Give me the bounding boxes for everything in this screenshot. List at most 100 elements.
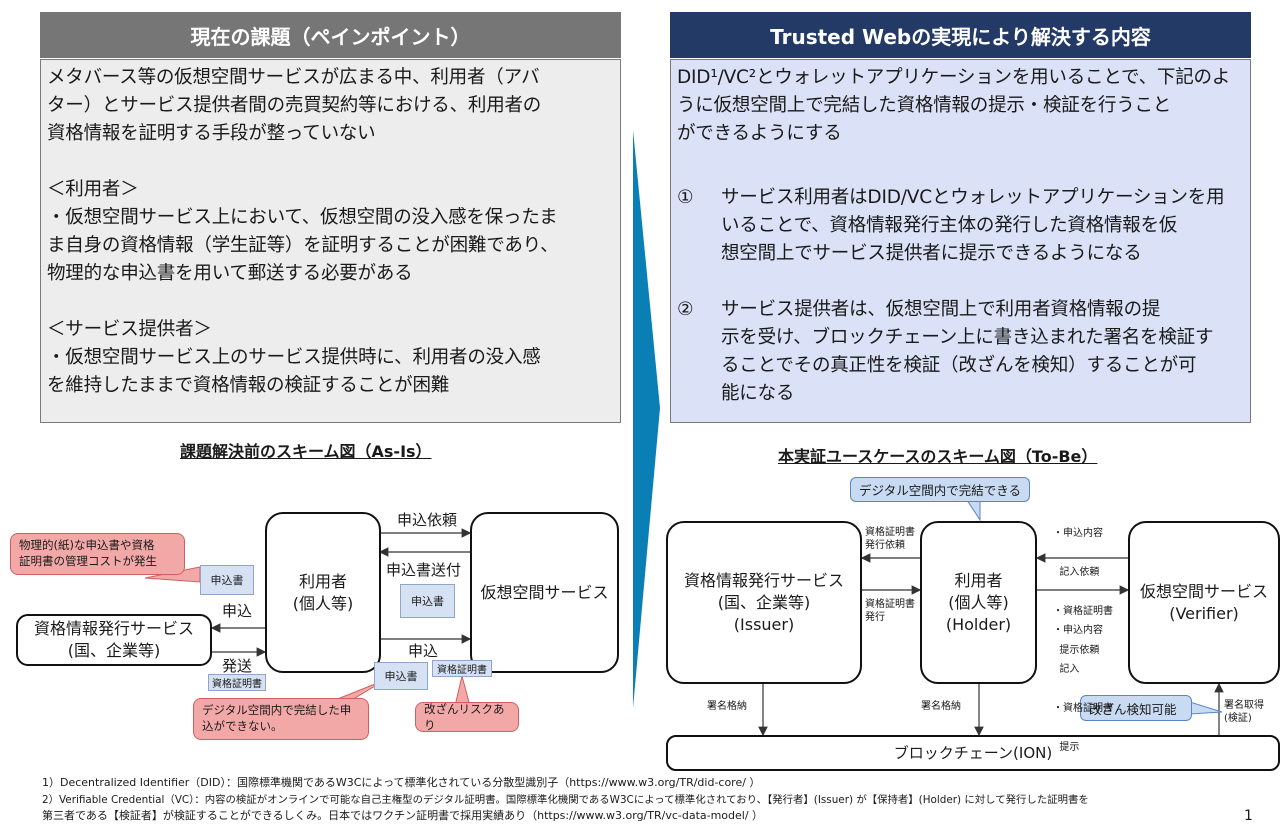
callout-digital-complete-text: デジタル空間内で完結できる — [859, 483, 1022, 498]
doc-cert-2: 資格証明書 — [432, 660, 492, 677]
callout-not-digital-line-2: 込ができない。 — [202, 719, 283, 733]
label-form-send: 申込書送付 — [386, 561, 462, 579]
label-apply-left: 申込 — [222, 602, 253, 620]
as-is-user-sub: (個人等) — [292, 593, 354, 613]
item-2-number: ② — [677, 299, 694, 320]
right-panel-header: Trusted Webの実現により解決する内容 — [670, 12, 1251, 58]
callout-digital-complete: デジタル空間内で完結できる — [850, 477, 1030, 502]
footnote-1: 1）Decentralized Identifier（DID）：国際標準機関であ… — [42, 776, 761, 789]
provider-line-1: ・仮想空間サービス上のサービス提供時に、利用者の没入感 — [47, 347, 541, 368]
user-line-3: 物理的な申込書を用いて郵送する必要がある — [47, 263, 413, 284]
label-cert-issue-line-1: 資格証明書 — [865, 599, 915, 610]
label-cert-issue-request-line-1: 資格証明書 — [865, 527, 915, 538]
label-sign-get: 署名取得 (検証) — [1224, 699, 1264, 725]
label-request-top-line-4: 提示依頼 — [1053, 645, 1100, 656]
item-1-line-3: 想空間上でサービス提供者に提示できるようになる — [721, 243, 1142, 264]
label-request-bottom-line-4: 提示 — [1053, 742, 1080, 753]
blockchain-box: ブロックチェーン(ION) — [666, 735, 1280, 771]
to-be-issuer-box: 資格情報発行サービス (国、企業等) (Issuer) — [666, 521, 862, 684]
label-sign-store-issuer: 署名格納 — [707, 701, 747, 712]
to-be-verifier-name: 仮想空間サービス — [1139, 581, 1268, 601]
label-request-top-line-3: ・資格証明書 — [1053, 606, 1113, 617]
doc-form-1: 申込書 — [200, 565, 254, 595]
right-intro-line-1: DID¹/VC²とウォレットアプリケーションを用いることで、下記のよ — [677, 67, 1231, 88]
footnote-3: 第三者である【検証者】が検証することができるしくみ。日本ではワクチン証明書で採用… — [42, 809, 764, 822]
item-1-number: ① — [677, 187, 694, 208]
right-intro-line-3: ができるようにする — [677, 123, 842, 144]
item-1-line-1: サービス利用者はDID/VCとウォレットアプリケーションを用 — [721, 187, 1225, 208]
to-be-verifier-box: 仮想空間サービス (Verifier) — [1128, 521, 1280, 684]
label-send: 発送 — [222, 657, 253, 675]
label-request-bottom-line-1: ・申込内容 — [1053, 625, 1103, 636]
solution-item-2: ② サービス提供者は、仮想空間上で利用者資格情報の提 示を受け、ブロックチェーン… — [677, 296, 1244, 408]
user-line-2: ま自身の資格情報（学生証等）を証明することが困難であり、 — [47, 235, 559, 256]
provider-heading: ＜サービス提供者＞ — [47, 319, 212, 340]
label-sign-get-line-1: 署名取得 — [1224, 700, 1264, 711]
callout-paper-cost-line-1: 物理的(紙)な申込書や資格 — [19, 538, 155, 552]
to-be-issuer-sub: (国、企業等) — [717, 592, 811, 612]
doc-form-2: 申込書 — [400, 584, 455, 618]
to-be-holder-name: 利用者 — [954, 570, 1003, 590]
as-is-issuer-box: 資格情報発行サービス (国、企業等) — [16, 614, 212, 666]
label-cert-issue-request: 資格証明書 発行依頼 — [865, 526, 915, 552]
left-intro-line-1: メタバース等の仮想空間サービスが広まる中、利用者（アバ — [47, 67, 540, 88]
left-panel-title: 現在の課題（ペインポイント） — [190, 24, 471, 49]
left-intro-line-3: 資格情報を証明する手段が整っていない — [47, 123, 376, 144]
item-2-line-4: 能になる — [721, 383, 795, 404]
blockchain-label: ブロックチェーン(ION) — [893, 744, 1053, 762]
as-is-issuer-sub: (国、企業等) — [67, 641, 161, 660]
user-heading: ＜利用者＞ — [47, 179, 139, 200]
item-1-line-2: いることで、資格情報発行主体の発行した資格情報を仮 — [721, 215, 1178, 236]
label-request-top-line-2: 記入依頼 — [1053, 567, 1100, 578]
left-intro-line-2: ター）とサービス提供者間の売買契約等における、利用者の — [47, 95, 542, 116]
label-sign-get-line-2: (検証) — [1224, 713, 1252, 724]
as-is-title: 課題解決前のスキーム図（As-Is） — [180, 442, 432, 461]
label-request-bottom-line-2: 記入 — [1053, 664, 1080, 675]
right-panel-body: DID¹/VC²とウォレットアプリケーションを用いることで、下記のよ うに仮想空… — [670, 59, 1251, 423]
label-apply-request: 申込依頼 — [397, 511, 458, 529]
label-request-bottom-line-3: ・資格証明書 — [1053, 703, 1113, 714]
item-2-line-3: ることでその真正性を検証（改ざんを検知）することが可 — [721, 355, 1197, 376]
label-request-bottom: ・申込内容 記入 ・資格証明書 提示 — [1053, 598, 1113, 767]
to-be-holder-sub: (個人等) — [948, 592, 1009, 612]
to-be-verifier-role: (Verifier) — [1169, 603, 1239, 623]
right-panel-title: Trusted Webの実現により解決する内容 — [770, 24, 1151, 49]
as-is-service-name: 仮想空間サービス — [480, 582, 609, 602]
callout-tamper-detect-text: 改ざん検知可能 — [1089, 701, 1177, 717]
callout-not-digital: デジタル空間内で完結した申 込ができない。 — [193, 698, 369, 740]
footnote-2: 2）Verifiable Credential（VC）：内容の検証がオンラインで… — [42, 794, 1089, 806]
solution-item-1: ① サービス利用者はDID/VCとウォレットアプリケーションを用 いることで、資… — [677, 184, 1244, 268]
label-cert-issue: 資格証明書 発行 — [865, 598, 915, 624]
to-be-issuer-name: 資格情報発行サービス — [683, 570, 844, 590]
label-apply-right: 申込 — [408, 642, 439, 660]
right-intro-line-2: うに仮想空間上で完結した資格情報の提示・検証を行うこと — [677, 95, 1172, 116]
user-line-1: ・仮想空間サービス上において、仮想空間の没入感を保ったま — [47, 207, 558, 228]
label-cert-issue-line-2: 発行 — [865, 612, 885, 623]
as-is-issuer-name: 資格情報発行サービス — [33, 619, 194, 638]
label-request-top-line-1: ・申込内容 — [1053, 528, 1103, 539]
callout-tamper-risk-text: 改ざんリスクあり — [424, 702, 505, 732]
callout-not-digital-line-1: デジタル空間内で完結した申 — [202, 703, 352, 717]
label-request-top: ・申込内容 記入依頼 ・資格証明書 提示依頼 — [1053, 501, 1113, 670]
to-be-holder-role: (Holder) — [945, 614, 1012, 634]
as-is-service-box: 仮想空間サービス — [470, 512, 619, 673]
callout-paper-cost: 物理的(紙)な申込書や資格 証明書の管理コストが発生 — [10, 533, 185, 575]
callout-tamper-risk: 改ざんリスクあり — [415, 702, 519, 732]
doc-cert-1: 資格証明書 — [208, 674, 266, 691]
label-cert-issue-request-line-2: 発行依頼 — [865, 540, 905, 551]
callout-paper-cost-line-2: 証明書の管理コストが発生 — [19, 554, 157, 568]
as-is-user-name: 利用者 — [298, 571, 347, 591]
item-2-line-2: 示を受け、ブロックチェーン上に書き込まれた署名を検証す — [721, 327, 1214, 348]
item-2-line-1: サービス提供者は、仮想空間上で利用者資格情報の提 — [721, 299, 1161, 320]
to-be-issuer-role: (Issuer) — [733, 614, 795, 634]
to-be-title: 本実証ユースケースのスキーム図（To-Be） — [778, 447, 1098, 466]
as-is-user-box: 利用者 (個人等) — [265, 512, 381, 673]
provider-line-2: を維持したままで資格情報の検証することが困難 — [47, 375, 450, 396]
callout-tamper-detect: 改ざん検知可能 — [1080, 695, 1192, 721]
left-panel-header: 現在の課題（ペインポイント） — [40, 12, 621, 58]
doc-form-3: 申込書 — [374, 662, 428, 690]
label-sign-store-holder: 署名格納 — [921, 701, 961, 712]
to-be-holder-box: 利用者 (個人等) (Holder) — [920, 521, 1037, 684]
